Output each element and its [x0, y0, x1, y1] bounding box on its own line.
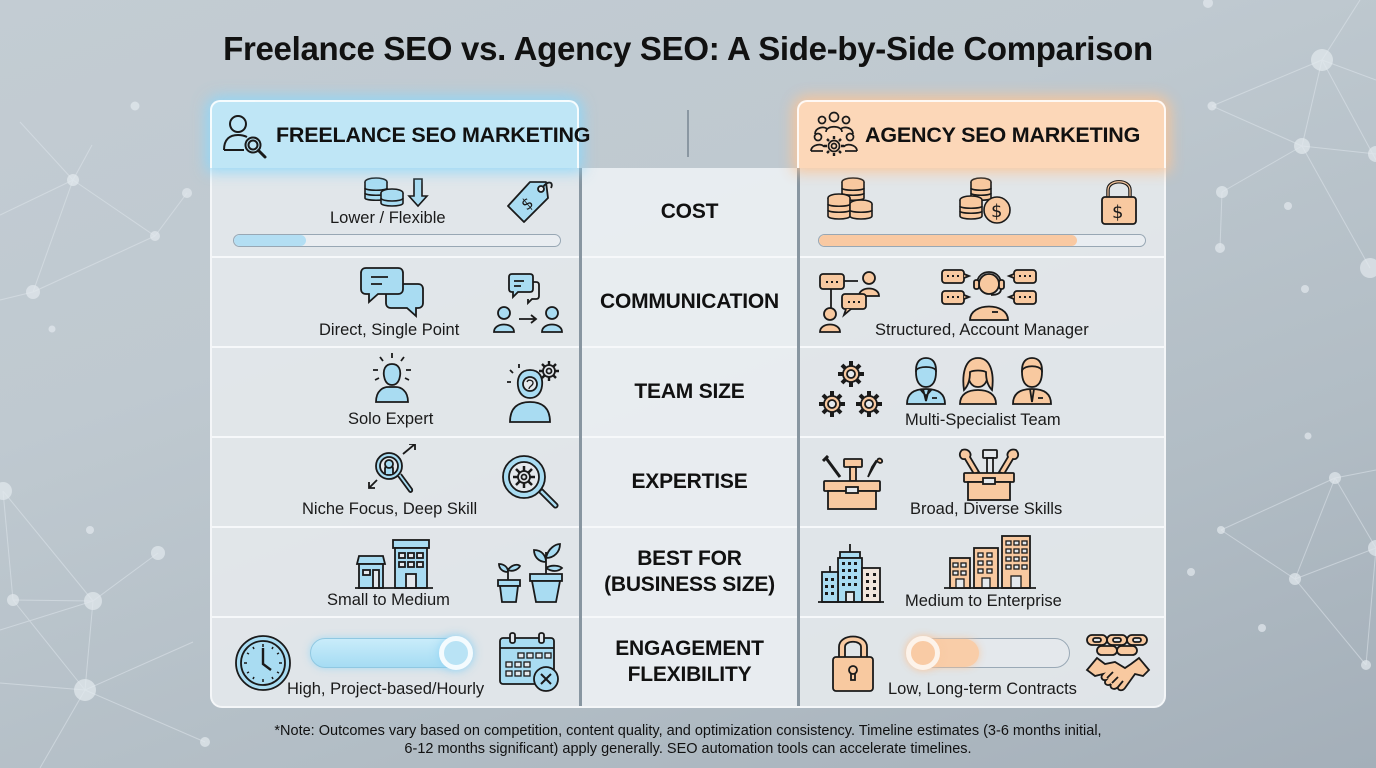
- criterion-best-for: BEST FOR (BUSINESS SIZE): [582, 528, 797, 616]
- expert-mind-gear-icon: [507, 361, 559, 423]
- criterion-line-2: FLEXIBILITY: [627, 663, 752, 686]
- criterion-label: EXPERTISE: [631, 470, 748, 493]
- agency-cost-cell: $ $: [800, 168, 1164, 256]
- freelance-header-label: FREELANCE SEO MARKETING: [276, 122, 591, 147]
- criterion-label: TEAM SIZE: [634, 380, 745, 403]
- agency-expertise-cell: Broad, Diverse Skills: [800, 438, 1164, 526]
- person-to-person-icon: [493, 273, 563, 333]
- header-divider: [687, 110, 689, 157]
- agency-column-header: AGENCY SEO MARKETING: [797, 100, 1166, 168]
- freelance-cost-bar: [233, 234, 561, 247]
- svg-text:$: $: [991, 201, 1002, 222]
- coins-dollar-icon: $: [959, 177, 1011, 224]
- criterion-label: COMMUNICATION: [600, 290, 779, 313]
- freelance-team-size-value: Solo Expert: [348, 410, 434, 428]
- row-team-size: Solo Expert TEAM SIZE: [212, 348, 1164, 438]
- footnote-line-2: 6-12 months significant) apply generally…: [404, 741, 972, 757]
- right-column-divider: [797, 168, 800, 706]
- freelance-engagement-value: High, Project-based/Hourly: [287, 680, 485, 698]
- footnote-line-1: *Note: Outcomes vary based on competitio…: [274, 723, 1102, 739]
- padlock-icon: [832, 635, 874, 692]
- freelance-communication-cell: Direct, Single Point: [212, 258, 579, 346]
- row-communication: Direct, Single Point COMMUNICATION: [212, 258, 1164, 348]
- footnote: *Note: Outcomes vary based on competitio…: [0, 722, 1376, 758]
- toolbox-wrenches-icon: [958, 448, 1020, 501]
- shop-and-building-icon: [355, 539, 433, 589]
- freelance-communication-value: Direct, Single Point: [319, 321, 460, 339]
- comparison-table: Lower / Flexible $ COST: [210, 168, 1166, 708]
- freelance-cost-bar-fill: [234, 235, 306, 246]
- row-engagement-flexibility: High, Project-based/Hourly ENGAGEMENT FL…: [212, 618, 1164, 706]
- svg-text:$: $: [1112, 202, 1123, 223]
- solo-person-icon: [373, 353, 411, 403]
- agency-cost-bar-fill: [819, 235, 1077, 246]
- agency-cost-bar: [818, 234, 1146, 247]
- team-members-icon: [906, 357, 1052, 405]
- account-manager-headset-icon: [941, 269, 1037, 321]
- potted-plants-icon: [497, 543, 564, 603]
- gear-magnifier-icon: [502, 455, 559, 509]
- agency-expertise-value: Broad, Diverse Skills: [910, 500, 1063, 518]
- criterion-engagement-flexibility: ENGAGEMENT FLEXIBILITY: [582, 618, 797, 706]
- page-title: Freelance SEO vs. Agency SEO: A Side-by-…: [223, 30, 1153, 67]
- freelance-engagement-cell: High, Project-based/Hourly: [212, 618, 579, 706]
- agency-engagement-cell: Low, Long-term Contracts: [800, 618, 1164, 706]
- row-best-for: Small to Medium BEST FOR (BUSINESS SIZE): [212, 528, 1164, 618]
- freelance-expertise-value: Niche Focus, Deep Skill: [302, 500, 478, 518]
- agency-communication-cell: Structured, Account Manager: [800, 258, 1164, 346]
- freelance-cost-value: Lower / Flexible: [330, 209, 446, 227]
- price-tag-icon: $: [507, 181, 553, 223]
- org-chat-icon: [819, 271, 880, 333]
- freelance-team-size-cell: Solo Expert: [212, 348, 579, 436]
- freelance-best-for-value: Small to Medium: [327, 591, 450, 609]
- chat-bubbles-icon: [360, 267, 424, 318]
- criterion-line-2: (BUSINESS SIZE): [604, 573, 775, 596]
- coin-stacks-icon: [827, 177, 873, 220]
- freelance-column-header: FREELANCE SEO MARKETING: [210, 100, 591, 168]
- criterion-expertise: EXPERTISE: [582, 438, 797, 526]
- user-search-icon: [223, 115, 267, 159]
- criterion-label: COST: [660, 200, 719, 223]
- gears-icon: [819, 361, 882, 417]
- criterion-team-size: TEAM SIZE: [582, 348, 797, 436]
- row-expertise: Niche Focus, Deep Skill EXPERTISE: [212, 438, 1164, 528]
- dollar-lock-icon: $: [1101, 180, 1137, 225]
- agency-header-label: AGENCY SEO MARKETING: [865, 122, 1141, 147]
- chain-handshake-icon: [1085, 634, 1151, 692]
- team-gear-icon: [810, 111, 858, 156]
- left-column-divider: [579, 168, 582, 706]
- agency-communication-value: Structured, Account Manager: [875, 321, 1089, 339]
- agency-team-size-value: Multi-Specialist Team: [905, 411, 1061, 429]
- calendar-cancel-icon: [499, 632, 559, 692]
- agency-best-for-cell: Medium to Enterprise: [800, 528, 1164, 616]
- criterion-communication: COMMUNICATION: [582, 258, 797, 346]
- skyscrapers-icon: [818, 544, 884, 603]
- freelance-expertise-cell: Niche Focus, Deep Skill: [212, 438, 579, 526]
- row-cost: Lower / Flexible $ COST: [212, 168, 1164, 258]
- focus-magnifier-icon: [368, 444, 416, 493]
- agency-flexibility-slider-knob[interactable]: [906, 636, 940, 670]
- criterion-label: ENGAGEMENT FLEXIBILITY: [615, 636, 764, 688]
- criterion-line-1: ENGAGEMENT: [615, 637, 764, 660]
- agency-engagement-value: Low, Long-term Contracts: [888, 680, 1077, 698]
- agency-team-size-cell: Multi-Specialist Team: [800, 348, 1164, 436]
- clock-icon: [235, 635, 291, 691]
- criterion-label: BEST FOR (BUSINESS SIZE): [604, 546, 775, 598]
- toolbox-icon: [822, 455, 884, 510]
- coins-down-arrow-icon: [364, 177, 429, 208]
- criterion-cost: COST: [582, 168, 797, 256]
- agency-best-for-value: Medium to Enterprise: [905, 592, 1062, 610]
- office-buildings-icon: [944, 535, 1036, 589]
- freelance-flexibility-slider-knob[interactable]: [439, 636, 473, 670]
- freelance-best-for-cell: Small to Medium: [212, 528, 579, 616]
- criterion-line-1: BEST FOR: [637, 547, 742, 570]
- freelance-cost-cell: Lower / Flexible $: [212, 168, 579, 256]
